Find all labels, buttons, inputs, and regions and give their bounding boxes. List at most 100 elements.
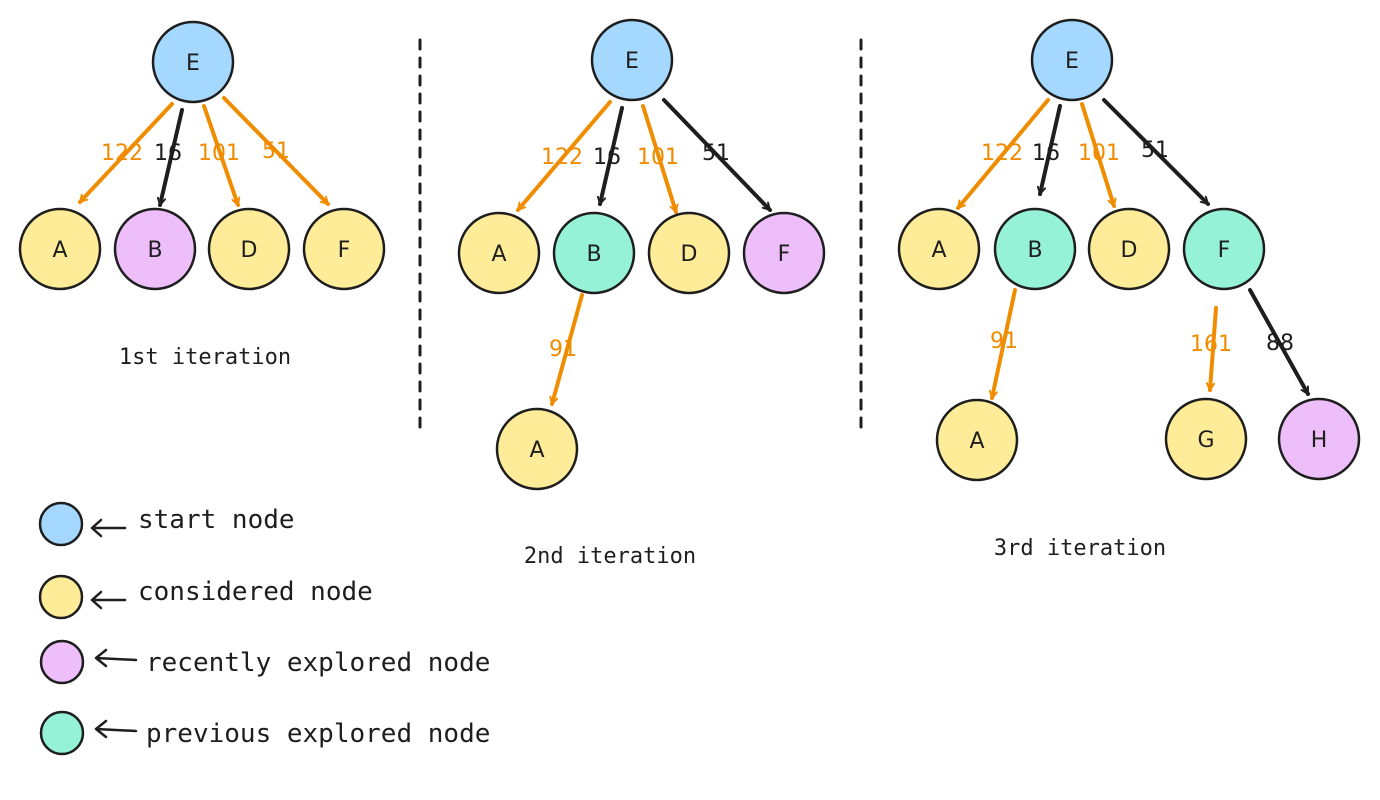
legend-swatch-recently-explored bbox=[39, 639, 85, 685]
node-label: E bbox=[625, 49, 639, 74]
edge-p3-f-g: 161 bbox=[1190, 306, 1232, 392]
edge-weight: 101 bbox=[1078, 141, 1120, 166]
node-label: A bbox=[931, 238, 946, 263]
edge-p3-e-d: 101 bbox=[1078, 102, 1120, 208]
node-label: B bbox=[147, 238, 162, 263]
legend-item-recently-explored: recently explored node bbox=[39, 639, 490, 685]
legend-label: start node bbox=[138, 505, 295, 535]
edge-weight: 122 bbox=[541, 145, 583, 170]
node-circle bbox=[113, 207, 197, 291]
edge-p2-e-b: 16 bbox=[593, 106, 624, 206]
edge-p2-e-a: 122 bbox=[516, 100, 612, 212]
node-p2-d: D bbox=[647, 211, 731, 295]
node-circle bbox=[1277, 397, 1361, 481]
legend-item-previous-explored: previous explored node bbox=[39, 710, 490, 756]
edge-p1-e-a: 122 bbox=[78, 102, 174, 204]
edge-p3-e-a: 122 bbox=[956, 98, 1050, 210]
node-circle bbox=[1182, 207, 1266, 291]
node-p3-d: D bbox=[1087, 207, 1171, 291]
edge-weight: 101 bbox=[198, 141, 240, 166]
edge-line bbox=[552, 293, 584, 406]
edge-p3-e-f: 51 bbox=[1102, 98, 1210, 206]
edge-p3-e-b: 16 bbox=[1032, 104, 1062, 196]
panel-caption: 1st iteration bbox=[119, 345, 291, 370]
node-circle bbox=[18, 207, 102, 291]
edge-weight: 122 bbox=[101, 141, 143, 166]
node-p1-f: F bbox=[302, 207, 386, 291]
edge-line bbox=[1080, 102, 1114, 208]
edge-weight: 51 bbox=[262, 139, 290, 164]
node-label: E bbox=[186, 51, 200, 76]
node-circle bbox=[742, 211, 826, 295]
edge-weight: 51 bbox=[702, 141, 730, 166]
node-circle bbox=[457, 211, 541, 295]
node-p3-h: H bbox=[1277, 397, 1361, 481]
legend-label: considered node bbox=[138, 577, 373, 607]
panel-1: 122 16 101 51 E A B D bbox=[18, 20, 386, 370]
legend-arrow-icon bbox=[94, 648, 138, 668]
edge-p2-b-a: 91 bbox=[549, 293, 584, 406]
edge-weight: 122 bbox=[981, 141, 1023, 166]
legend-swatch-previous-explored bbox=[39, 710, 85, 756]
node-circle bbox=[590, 18, 674, 102]
node-p2-b: B bbox=[552, 211, 636, 295]
node-p3-a: A bbox=[897, 207, 981, 291]
node-label: B bbox=[586, 242, 601, 267]
node-label: A bbox=[529, 438, 544, 463]
node-label: D bbox=[1121, 238, 1138, 263]
edge-line bbox=[992, 288, 1017, 400]
edge-weight: 16 bbox=[154, 141, 182, 166]
edge-line bbox=[1040, 104, 1062, 196]
legend-item-start: start node bbox=[38, 501, 295, 547]
node-p2-e: E bbox=[590, 18, 674, 102]
edge-line bbox=[1102, 98, 1210, 206]
edge-line bbox=[1248, 288, 1310, 396]
node-p2-a: A bbox=[457, 211, 541, 295]
node-label: F bbox=[338, 238, 351, 263]
edge-line bbox=[662, 98, 772, 212]
edge-line bbox=[600, 106, 624, 206]
edge-weight: 16 bbox=[1032, 141, 1060, 166]
edge-line bbox=[222, 96, 330, 206]
node-p2-a-child: A bbox=[495, 407, 579, 491]
edge-p1-e-d: 101 bbox=[198, 104, 240, 207]
legend: start node considered node recently expl… bbox=[38, 501, 490, 756]
node-circle bbox=[897, 207, 981, 291]
node-p3-g: G bbox=[1164, 397, 1248, 481]
node-circle bbox=[1087, 207, 1171, 291]
node-circle bbox=[993, 207, 1077, 291]
legend-swatch-considered bbox=[38, 574, 84, 620]
node-label: A bbox=[969, 429, 984, 454]
edge-weight: 101 bbox=[637, 145, 679, 170]
node-label: H bbox=[1311, 428, 1328, 453]
edge-weight: 51 bbox=[1141, 138, 1169, 163]
node-circle bbox=[302, 207, 386, 291]
legend-swatch-start bbox=[38, 501, 84, 547]
edge-p2-e-d: 101 bbox=[637, 104, 679, 214]
panel-3: 122 16 101 51 91 161 88 E bbox=[897, 18, 1361, 561]
node-circle bbox=[552, 211, 636, 295]
legend-arrow-icon bbox=[90, 518, 127, 538]
edge-weight: 161 bbox=[1190, 332, 1232, 357]
edge-line bbox=[516, 100, 612, 212]
edge-p2-e-f: 51 bbox=[662, 98, 772, 212]
legend-label: recently explored node bbox=[146, 648, 490, 678]
edge-p1-e-f: 51 bbox=[222, 96, 330, 206]
node-p1-a: A bbox=[18, 207, 102, 291]
node-p1-b: B bbox=[113, 207, 197, 291]
legend-arrow-icon bbox=[94, 719, 138, 739]
edge-p3-f-h: 88 bbox=[1248, 288, 1310, 396]
node-label: B bbox=[1027, 238, 1042, 263]
legend-label: previous explored node bbox=[146, 719, 490, 749]
node-circle bbox=[207, 207, 291, 291]
node-label: D bbox=[241, 238, 258, 263]
edge-line bbox=[1210, 306, 1218, 392]
node-circle bbox=[647, 211, 731, 295]
node-p2-f: F bbox=[742, 211, 826, 295]
edge-p3-b-a: 91 bbox=[990, 288, 1018, 400]
panel-2: 122 16 101 51 91 E A B bbox=[457, 18, 826, 569]
node-label: F bbox=[1218, 238, 1231, 263]
edge-weight: 91 bbox=[990, 329, 1018, 354]
edge-line bbox=[160, 108, 184, 207]
